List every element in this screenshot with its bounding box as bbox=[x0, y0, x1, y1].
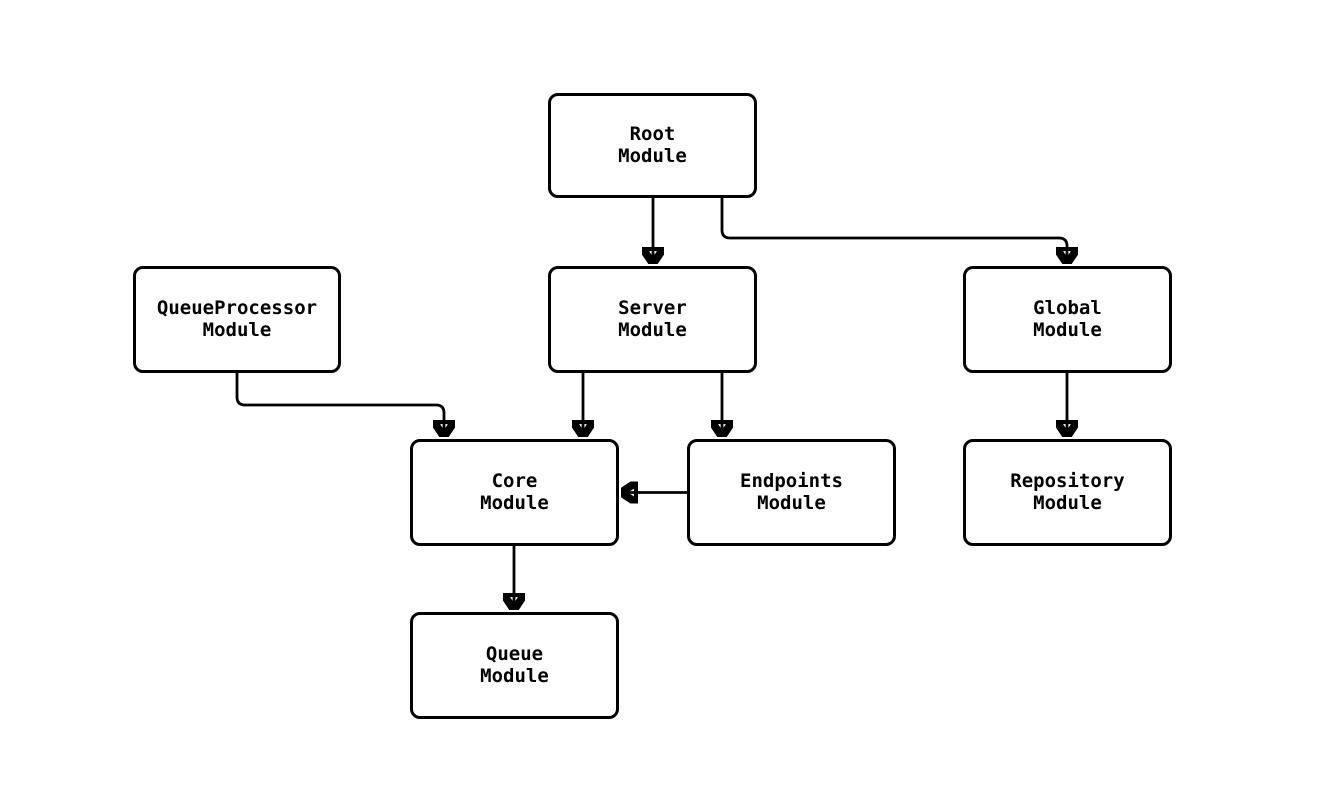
node-global-module: Global Module bbox=[963, 266, 1172, 373]
node-label-line2: Module bbox=[480, 491, 549, 514]
node-label-line1: Repository bbox=[1010, 470, 1125, 492]
node-core-module: Core Module bbox=[410, 439, 619, 546]
node-label-line2: Module bbox=[1033, 491, 1102, 514]
node-label-line1: Server bbox=[618, 297, 687, 319]
node-queue-module: Queue Module bbox=[410, 612, 619, 719]
node-label-line2: Module bbox=[202, 318, 272, 341]
node-root-module: Root Module bbox=[548, 93, 757, 198]
node-label-line2: Module bbox=[618, 144, 687, 167]
node-label-line1: Global bbox=[1033, 297, 1102, 319]
node-server-module: Server Module bbox=[548, 266, 757, 373]
node-endpoints-module: Endpoints Module bbox=[687, 439, 896, 546]
node-label-line1: QueueProcessor bbox=[156, 297, 318, 319]
node-repository-module: Repository Module bbox=[963, 439, 1172, 546]
node-label-line1: Root bbox=[629, 123, 676, 145]
edge-queueprocessor-to-core bbox=[235, 373, 444, 437]
node-label-line2: Module bbox=[480, 664, 549, 687]
node-label-line1: Core bbox=[491, 470, 538, 492]
node-label-line2: Module bbox=[757, 491, 826, 514]
node-label-line2: Module bbox=[618, 318, 687, 341]
node-queueprocessor-module: QueueProcessor Module bbox=[133, 266, 341, 373]
edge-root-to-global bbox=[720, 198, 1067, 264]
node-label-line2: Module bbox=[1033, 318, 1102, 341]
node-label-line1: Queue bbox=[485, 643, 544, 665]
node-label-line1: Endpoints bbox=[740, 470, 843, 492]
